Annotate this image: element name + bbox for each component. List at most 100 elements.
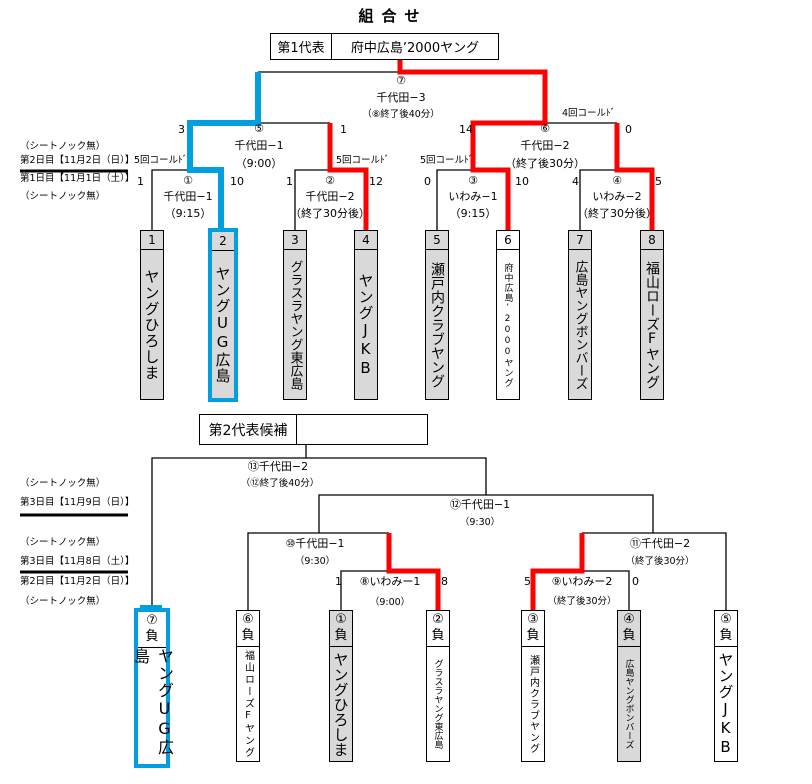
loser-mark: 負 bbox=[526, 628, 540, 643]
match-8-venue: いわみー1 bbox=[369, 575, 421, 588]
match-7-no: ⑦ bbox=[396, 74, 406, 87]
team-number: 8 bbox=[641, 231, 663, 250]
loser-mark: 負 bbox=[431, 628, 445, 643]
side-label: 第2日目【11月2日（日）】 bbox=[20, 576, 135, 587]
match-4-time: （終了30分後） bbox=[577, 207, 657, 220]
team-name: 福山ローズFヤング bbox=[644, 261, 660, 389]
match-6-time: （終了後30分） bbox=[505, 157, 585, 170]
team-name: ヤングUG広島 bbox=[213, 266, 232, 384]
loser-of-match: ④ bbox=[623, 612, 635, 627]
loser-of-match: ② bbox=[432, 612, 444, 627]
first-rep-team: 府中広島’2000ヤング bbox=[350, 41, 480, 56]
match-12-no: ⑫ bbox=[449, 498, 461, 511]
side-label: （シートノック無） bbox=[20, 596, 106, 607]
match-1-score-left: 1 bbox=[137, 175, 144, 188]
team-number: 2 bbox=[212, 232, 234, 251]
team-name: 瀬戸内クラブヤング bbox=[527, 654, 539, 754]
match-7-venue: 千代田−3 bbox=[376, 91, 426, 104]
match-3-score-left: 0 bbox=[424, 175, 431, 188]
match-7-time: （⑧終了後40分） bbox=[362, 109, 440, 120]
team-number: 7 bbox=[569, 231, 591, 250]
match-3-time: （9:15） bbox=[449, 207, 497, 220]
side-label: 第1日目【11月1日（土）】 bbox=[20, 173, 135, 184]
match-8-score-right: 8 bbox=[441, 575, 448, 588]
team-name: 福山ローズFヤング bbox=[242, 649, 254, 759]
line-m13 bbox=[151, 457, 487, 610]
match-13-time: （⑫終了後40分） bbox=[240, 478, 320, 489]
team-name: ヤングひろしま bbox=[331, 651, 350, 757]
match-4-no: ④ bbox=[612, 174, 622, 187]
team-name: ヤングUG広島 bbox=[131, 648, 174, 756]
team-slot-2: 2 ヤングUG広島 bbox=[208, 228, 238, 402]
team-name: ヤングJKB bbox=[716, 651, 735, 757]
page-title: 組合せ bbox=[358, 7, 428, 25]
match-10-venue: 千代田−1 bbox=[295, 537, 345, 550]
match-11-venue: 千代田−2 bbox=[640, 537, 691, 550]
match-6-venue: 千代田−2 bbox=[520, 139, 570, 152]
match-9-venue: いわみー2 bbox=[561, 575, 613, 588]
team-number: 5 bbox=[426, 231, 448, 250]
match-1-score-right: 10 bbox=[230, 175, 244, 188]
first-representative-box: 第1代表 府中広島’2000ヤング bbox=[270, 33, 499, 60]
side-label: （シートノック無） bbox=[20, 191, 106, 202]
loser-mark: 負 bbox=[145, 629, 159, 644]
match-12-venue: 千代田−1 bbox=[460, 498, 511, 511]
match-6-score-left: 14 bbox=[459, 123, 473, 136]
match-3-note: 5回コールﾄﾞ bbox=[420, 155, 474, 166]
match-8-time: （9:00） bbox=[369, 597, 411, 608]
match-3-venue: いわみ−1 bbox=[448, 190, 498, 203]
match-11-time: （終了後30分） bbox=[625, 556, 695, 567]
match-12-time: （9:30） bbox=[459, 517, 501, 528]
match-2-time: （終了30分後） bbox=[290, 207, 370, 220]
match-10-time: （9:30） bbox=[294, 556, 336, 567]
match-12-label: ⑫千代田−1 bbox=[450, 499, 510, 510]
loser-mark: 負 bbox=[719, 628, 733, 643]
match-2-note: 5回コールﾄﾞ bbox=[336, 155, 390, 166]
match-10-label: ⑩千代田−1 bbox=[285, 538, 344, 549]
match-5-score-left: 3 bbox=[178, 123, 185, 136]
side-label: （シートノック無） bbox=[20, 537, 106, 548]
loser-of-match: ⑤ bbox=[720, 612, 732, 627]
match-5-no: ⑤ bbox=[254, 122, 264, 135]
match-11-no: ⑪ bbox=[629, 537, 641, 550]
match-2-score-left: 1 bbox=[286, 175, 293, 188]
side-label: 第2日目【11月2日（日）】 bbox=[20, 155, 135, 166]
match-9-score-right: 0 bbox=[632, 575, 639, 588]
second-representative-box: 第2代表候補 bbox=[199, 414, 428, 445]
side-label: （シートノック無） bbox=[20, 141, 106, 152]
match-6-no: ⑥ bbox=[540, 122, 550, 135]
match-3-score-right: 10 bbox=[515, 175, 529, 188]
side-label: 第3日目【11月8日（土）】 bbox=[20, 556, 135, 567]
match-2-venue: 千代田−2 bbox=[305, 190, 355, 203]
match-9-time: （終了後30分） bbox=[547, 596, 617, 607]
second-rep-team bbox=[297, 415, 427, 444]
match-13-label: ⑬千代田−2 bbox=[248, 461, 308, 472]
match-6-note: 4回コールﾄﾞ bbox=[562, 108, 616, 119]
loser-mark: 負 bbox=[334, 628, 348, 643]
first-rep-label: 第1代表 bbox=[271, 34, 332, 59]
match-2-score-right: 12 bbox=[369, 175, 383, 188]
match-13-no: ⑬ bbox=[247, 460, 259, 473]
line-m8 bbox=[340, 570, 389, 610]
match-4-score-left: 4 bbox=[572, 175, 579, 188]
team-name: グラスラヤング東広島 bbox=[287, 260, 303, 390]
side-label: 第3日目【11月9日（日）】 bbox=[20, 497, 135, 508]
